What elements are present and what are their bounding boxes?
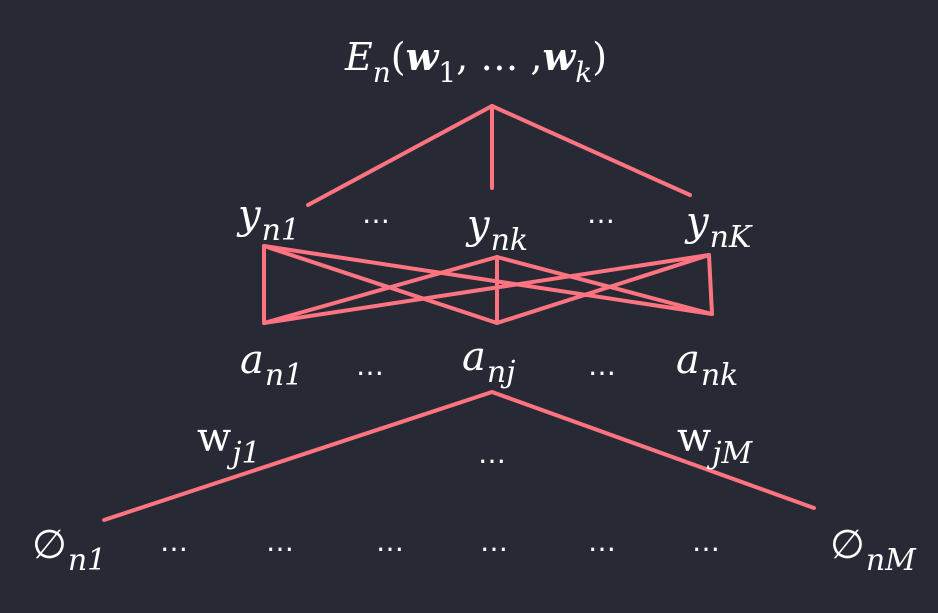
input-ellipsis-6: … bbox=[692, 525, 720, 558]
edge-yk-ak bbox=[495, 255, 714, 316]
input-ellipsis-5: … bbox=[588, 525, 616, 558]
weight-vector-first-subscript: 1 bbox=[438, 56, 457, 89]
output-node-yk: ynk bbox=[467, 202, 529, 258]
edge-y1-ak bbox=[262, 244, 714, 316]
output-node-y1: yn1 bbox=[238, 192, 301, 248]
weight-vector-last: w bbox=[542, 34, 576, 79]
open-paren: ( bbox=[390, 35, 406, 79]
activation-node-ak: ank bbox=[676, 337, 739, 393]
edge-root-y1 bbox=[306, 104, 494, 207]
activation-ellipsis-right: … bbox=[588, 349, 616, 382]
input-node-phiM: ∅nM bbox=[830, 522, 916, 578]
weight-label-wj1: wj1 bbox=[197, 415, 261, 471]
activation-node-aj: anj bbox=[462, 334, 516, 390]
error-function-label: En(w1, … ,wk) bbox=[345, 35, 608, 87]
edge-yK-a1 bbox=[262, 253, 711, 325]
edge-yk-a1 bbox=[262, 255, 499, 325]
edge-aj-phi1 bbox=[102, 390, 494, 522]
activation-node-a1: an1 bbox=[240, 337, 304, 393]
input-ellipsis-1: … bbox=[160, 525, 188, 558]
activation-ellipsis-left: … bbox=[356, 349, 384, 382]
output-ellipsis-right: … bbox=[587, 197, 615, 230]
input-ellipsis-4: … bbox=[480, 525, 508, 558]
weight-label-wjM: wjM bbox=[677, 415, 753, 471]
edge-root-yK bbox=[490, 104, 692, 197]
weight-ellipsis: … bbox=[478, 437, 506, 470]
edge-yK-ak bbox=[707, 253, 714, 316]
input-ellipsis-2: … bbox=[266, 525, 294, 558]
edge-yK-aj bbox=[495, 253, 711, 325]
weight-vector-first: w bbox=[405, 34, 439, 79]
error-symbol: E bbox=[345, 35, 373, 79]
edge-aj-phiM bbox=[490, 390, 816, 510]
input-node-phi1: ∅n1 bbox=[32, 522, 107, 578]
output-ellipsis-left: … bbox=[362, 197, 390, 230]
input-ellipsis-3: … bbox=[376, 525, 404, 558]
output-node-yK: ynK bbox=[686, 199, 752, 255]
close-paren: ) bbox=[592, 35, 608, 79]
weight-vector-last-subscript: k bbox=[575, 56, 593, 89]
error-subscript: n bbox=[372, 56, 391, 89]
ellipsis-separator: , … , bbox=[456, 35, 543, 79]
edge-y1-aj bbox=[262, 244, 499, 325]
